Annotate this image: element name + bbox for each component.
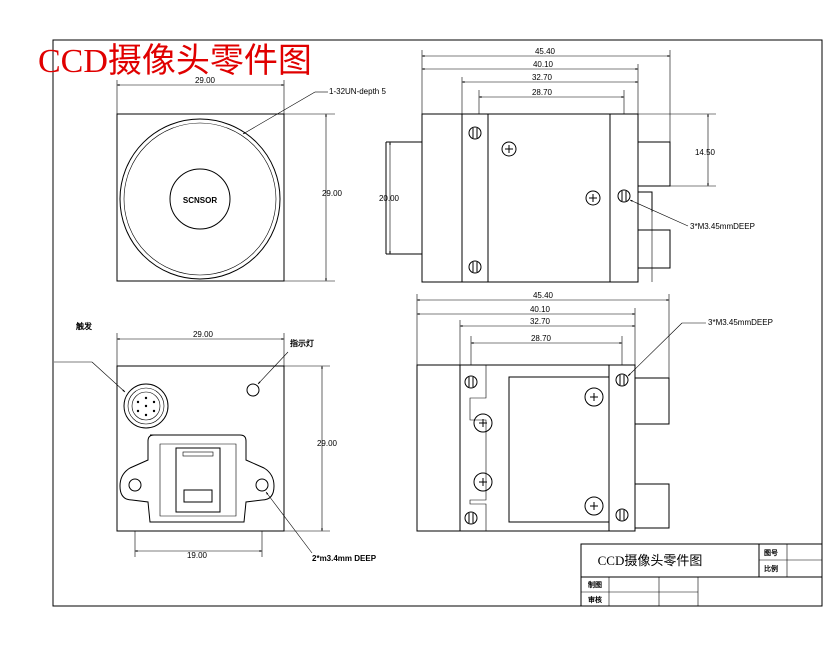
top-dim-2: 40.10 — [533, 60, 554, 69]
title-block-name: CCD摄像头零件图 — [598, 553, 703, 568]
label-drawing-no: 图号 — [764, 548, 778, 557]
lens-mount-inner — [123, 122, 277, 276]
screw-icon — [584, 496, 604, 516]
back-view: 29.00 29.00 19.00 触发 指示灯 2*m3.4mm DEEP — [54, 321, 377, 563]
drawing-border — [52, 39, 823, 607]
indicator-led — [246, 383, 260, 397]
label-checked: 审核 — [588, 595, 602, 604]
back-width-dim: 29.00 — [193, 330, 214, 339]
screw-icon — [615, 373, 629, 387]
indicator-label: 指示灯 — [290, 338, 314, 348]
bottom-hole-note: 3*M3.45mmDEEP — [708, 318, 773, 327]
bottom-dim-4: 28.70 — [531, 334, 552, 343]
top-dim-3: 32.70 — [532, 73, 553, 82]
left-dim: 20.00 — [379, 194, 400, 203]
screw-icon — [615, 508, 629, 522]
front-view: SCNSOR 29.00 29.00 1-32UN-depth 5 — [116, 76, 386, 282]
back-hole-note: 2*m3.4mm DEEP — [312, 554, 377, 563]
screw-icon — [464, 511, 478, 525]
thread-note: 1-32UN-depth 5 — [329, 87, 386, 96]
bottom-dim-3: 32.70 — [530, 317, 551, 326]
screw-icon — [585, 190, 601, 206]
side-view-top: 45.40 40.10 32.70 28.70 14.50 20.00 3*M3… — [379, 47, 755, 283]
screw-icon — [501, 141, 517, 157]
front-height-dim: 29.00 — [322, 189, 343, 198]
top-dim-1: 45.40 — [535, 47, 556, 56]
side-view-bottom: 45.40 40.10 32.70 28.70 3*M3.45mmDEEP — [416, 291, 773, 532]
right-dim: 14.50 — [695, 148, 716, 157]
back-height-dim: 29.00 — [317, 439, 338, 448]
back-body — [116, 365, 285, 532]
side-body-bottom — [416, 364, 636, 532]
usb-bracket — [119, 434, 275, 523]
mount-hole — [255, 478, 269, 492]
sensor-label: SCNSOR — [183, 196, 217, 205]
screw-icon — [473, 413, 493, 433]
screw-icon — [617, 189, 631, 203]
screw-icon — [473, 472, 493, 492]
bottom-dim-1: 45.40 — [533, 291, 554, 300]
back-bottom-dim: 19.00 — [187, 551, 208, 560]
screw-icon — [468, 260, 482, 274]
front-body — [116, 113, 285, 282]
sensor-circle — [169, 168, 231, 230]
trigger-label: 触发 — [76, 321, 93, 331]
connector-outer — [123, 383, 169, 429]
label-drawn: 制图 — [588, 580, 602, 589]
screw-icon — [464, 375, 478, 389]
title-block: CCD摄像头零件图 图号 比例 制图 审核 — [580, 543, 823, 607]
front-width-dim: 29.00 — [195, 76, 216, 85]
lens-mount-outer — [119, 118, 281, 280]
side-body-top — [421, 113, 639, 283]
drawing-title: CCD摄像头零件图 — [38, 42, 312, 80]
label-scale: 比例 — [764, 564, 778, 573]
screw-icon — [468, 126, 482, 140]
top-hole-note: 3*M3.45mmDEEP — [690, 222, 755, 231]
bottom-dim-2: 40.10 — [530, 305, 551, 314]
usb-port — [175, 447, 221, 513]
mount-hole — [128, 478, 142, 492]
top-dim-4: 28.70 — [532, 88, 553, 97]
screw-icon — [584, 387, 604, 407]
